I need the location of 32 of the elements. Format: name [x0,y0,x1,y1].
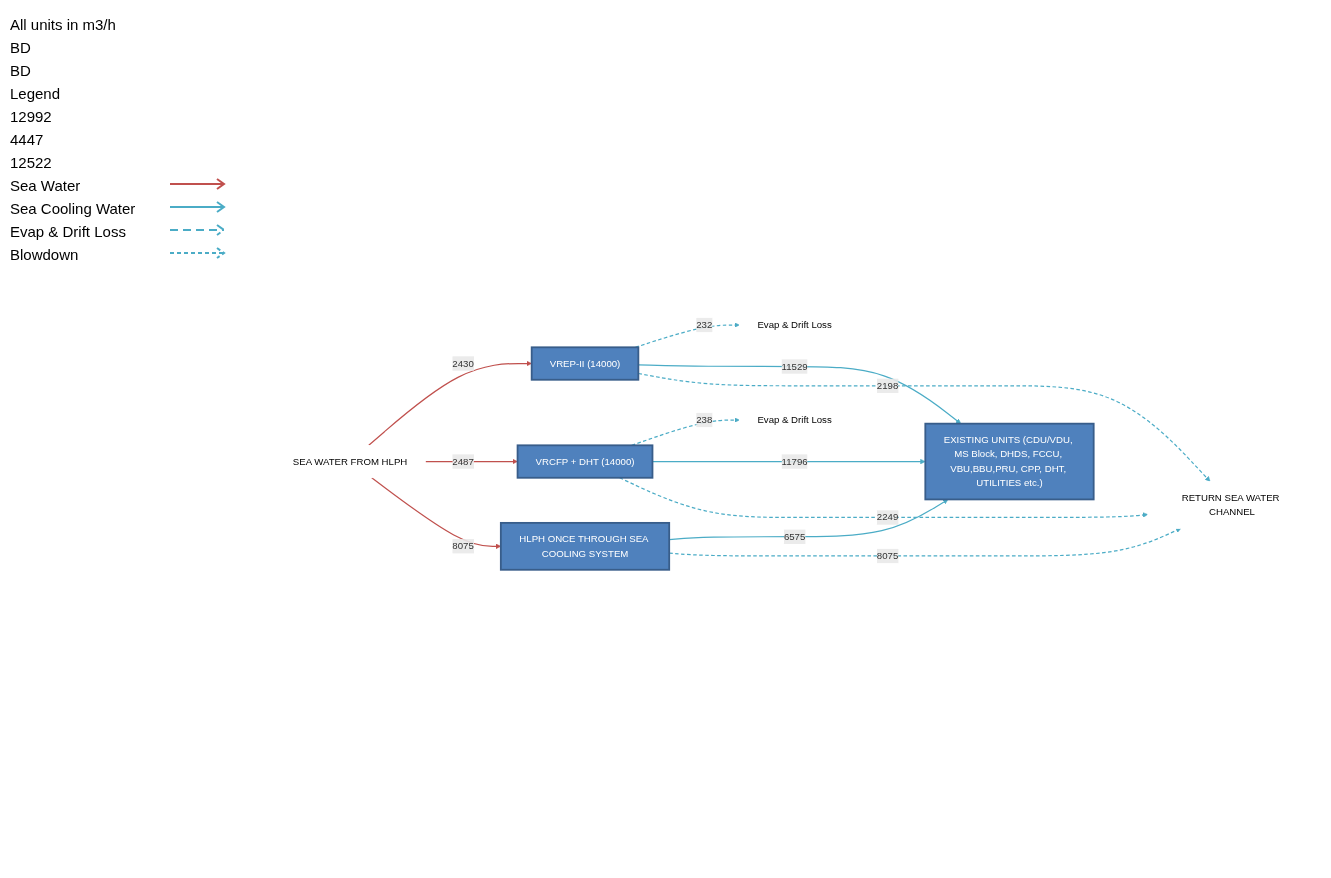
edge-label: 2249 [876,511,899,522]
note-text: BD [10,39,32,56]
edge-label: 2487 [452,455,474,467]
note-text: 12522 [10,154,53,171]
note-text: 4447 [10,131,45,148]
note-text: All units in m3/h [10,16,117,33]
node-text: Evap & Drift Loss [757,319,832,330]
edge-label: 6575 [783,531,806,542]
legend-text: Evap & Drift Loss [10,223,127,240]
legend-text: Sea Water [10,177,82,194]
node-box: HLPH ONCE THROUGH SEA COOLING SYSTEM [499,521,671,571]
node-text: Evap & Drift Loss [757,414,832,425]
edge-label: 8075 [452,540,474,551]
edge-label: 8075 [876,550,899,561]
edge-label: 11529 [781,360,808,372]
edge-label: 2198 [876,380,899,391]
note-text: 12992 [10,108,53,125]
node-text: SEA WATER FROM HLPH [292,455,408,467]
edge-label: 2430 [452,357,474,369]
node-box: EXISTING UNITS (CDU/VDU, MS Block, DHDS, FCCU, VBU,BBU,PRU, CPP, DHT, UTILITIES etc.) [924,422,1095,501]
edge-label: 238 [696,414,713,425]
note-text: Legend [10,85,62,102]
edge-label: 11796 [781,455,808,467]
edge-label: 232 [696,319,713,330]
legend-text: Blowdown [10,246,80,263]
node-box: VREP-II (14000) [530,346,640,381]
node-box: VRCFP + DHT (14000) [516,444,654,479]
arrow [619,476,1149,518]
legend-text: Sea Cooling Water [10,200,137,217]
note-text: BD [10,62,32,79]
node-text: RETURN SEA WATER CHANNEL [1181,491,1280,517]
arrow [368,360,532,446]
